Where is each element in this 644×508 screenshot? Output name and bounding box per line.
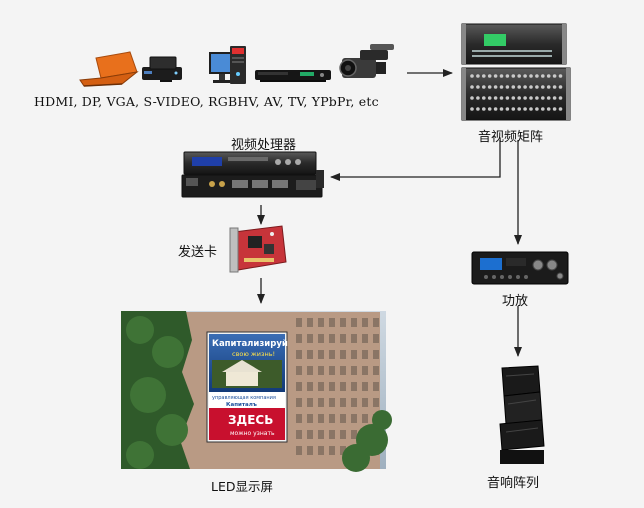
speaker-array-label: 音响阵列 bbox=[487, 476, 540, 491]
billboard-cta: ЗДЕСЬ bbox=[228, 413, 273, 427]
monitor-icon bbox=[209, 52, 235, 83]
connection-arrows bbox=[257, 69, 522, 357]
billboard-company: управляющая компания bbox=[212, 395, 276, 401]
source-formats-label: HDMI, DP, VGA, S-VIDEO, RGBHV, AV, TV, Y… bbox=[34, 94, 379, 109]
arrow-matrix-to-processor bbox=[330, 140, 501, 181]
line-array-speakers bbox=[499, 365, 545, 464]
led-display-photo: Капитализируй свою жизнь! управляющая ко… bbox=[121, 311, 392, 472]
amplifier-device bbox=[471, 251, 569, 285]
billboard-headline: Капитализируй bbox=[212, 339, 288, 349]
camcorder-icon bbox=[339, 44, 394, 78]
video-processor-device bbox=[181, 151, 324, 198]
source-devices bbox=[79, 44, 394, 87]
dvd-player-icon bbox=[255, 70, 331, 82]
sending-card-device bbox=[229, 225, 287, 273]
billboard-brand: Капиталъ bbox=[226, 402, 257, 408]
sending-card-label: 发送卡 bbox=[178, 245, 218, 260]
set-top-box-icon bbox=[142, 56, 182, 82]
av-matrix-label: 音视频矩阵 bbox=[478, 130, 544, 145]
av-matrix-device bbox=[461, 23, 571, 121]
pc-tower-icon bbox=[230, 46, 246, 84]
amplifier-label: 功放 bbox=[502, 294, 529, 309]
laptop-icon bbox=[79, 51, 139, 87]
billboard-subline: свою жизнь! bbox=[232, 350, 275, 358]
billboard-screen: Капитализируй свою жизнь! управляющая ко… bbox=[206, 331, 288, 443]
video-processor-label: 视频处理器 bbox=[231, 138, 297, 153]
led-display-label: LED显示屏 bbox=[211, 479, 273, 494]
billboard-cta-sub: можно узнать bbox=[230, 430, 275, 437]
